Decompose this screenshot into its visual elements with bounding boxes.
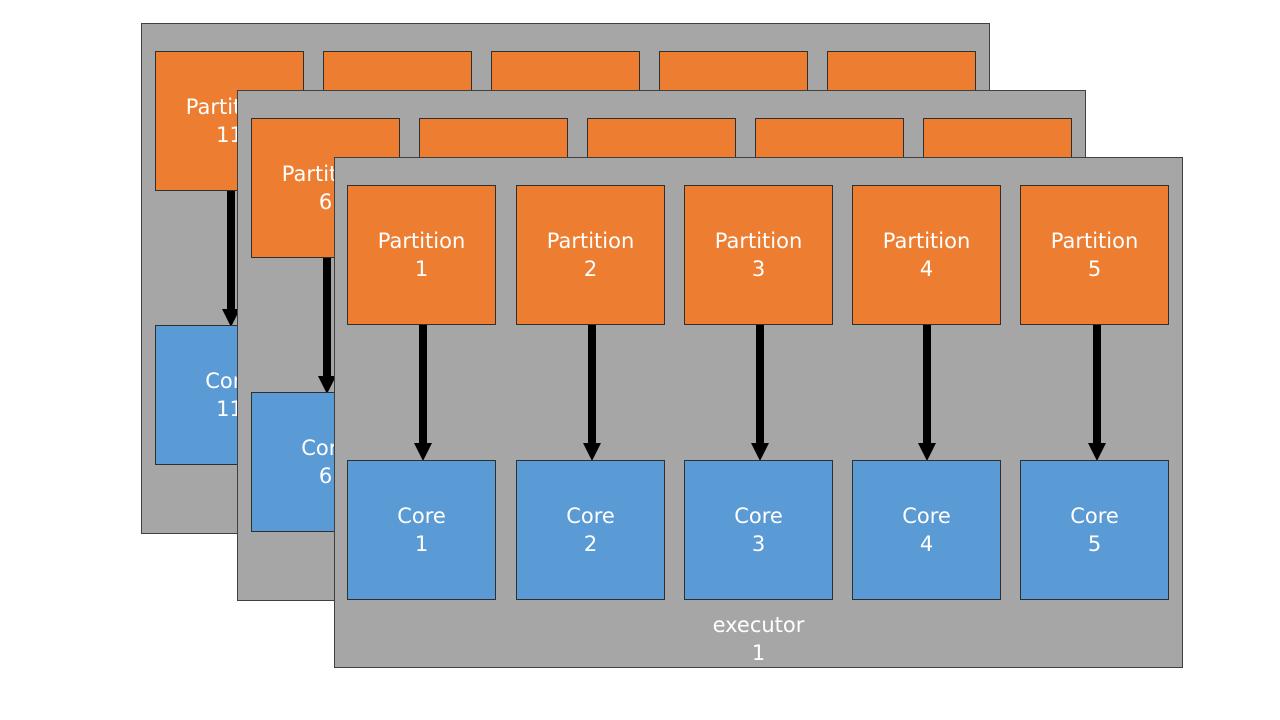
- core-label: Core: [1070, 504, 1119, 528]
- partition-box: Partition 4: [852, 185, 1001, 325]
- core-number: 4: [919, 532, 934, 556]
- core-label: Core: [902, 504, 951, 528]
- arrow-connector: [414, 325, 432, 461]
- core-label: Core: [734, 504, 783, 528]
- core-number: 1: [414, 532, 429, 556]
- core-box: Core 3: [684, 460, 833, 600]
- core-label: Core: [566, 504, 615, 528]
- executor-title: executor: [712, 613, 805, 637]
- partition-number: 6: [318, 190, 333, 214]
- arrow-connector: [222, 191, 240, 327]
- executor-panel-front: Partition 1 Partition 2 Partition 3 Part…: [334, 157, 1183, 668]
- partition-box: Partition 1: [347, 185, 496, 325]
- partition-number: 5: [1087, 257, 1102, 281]
- partition-label: Partition: [882, 229, 971, 253]
- partition-box: Partition 2: [516, 185, 665, 325]
- arrow-connector: [751, 325, 769, 461]
- partition-box: Partition 3: [684, 185, 833, 325]
- executor-label: executor 1: [335, 611, 1182, 667]
- arrow-connector: [918, 325, 936, 461]
- partition-box: Partition 5: [1020, 185, 1169, 325]
- core-number: 2: [583, 532, 598, 556]
- arrow-connector: [318, 258, 336, 394]
- core-number: 3: [751, 532, 766, 556]
- core-number: 5: [1087, 532, 1102, 556]
- partition-number: 2: [583, 257, 598, 281]
- core-label: Core: [397, 504, 446, 528]
- partition-number: 3: [751, 257, 766, 281]
- core-box: Core 2: [516, 460, 665, 600]
- partition-label: Partition: [714, 229, 803, 253]
- arrow-connector: [1088, 325, 1106, 461]
- executor-number: 1: [751, 641, 766, 665]
- arrow-connector: [583, 325, 601, 461]
- core-box: Core 4: [852, 460, 1001, 600]
- partition-label: Partition: [377, 229, 466, 253]
- partition-number: 4: [919, 257, 934, 281]
- core-box: Core 1: [347, 460, 496, 600]
- core-number: 6: [318, 464, 333, 488]
- partition-label: Partition: [1050, 229, 1139, 253]
- partition-number: 1: [414, 257, 429, 281]
- partition-label: Partition: [546, 229, 635, 253]
- core-box: Core 5: [1020, 460, 1169, 600]
